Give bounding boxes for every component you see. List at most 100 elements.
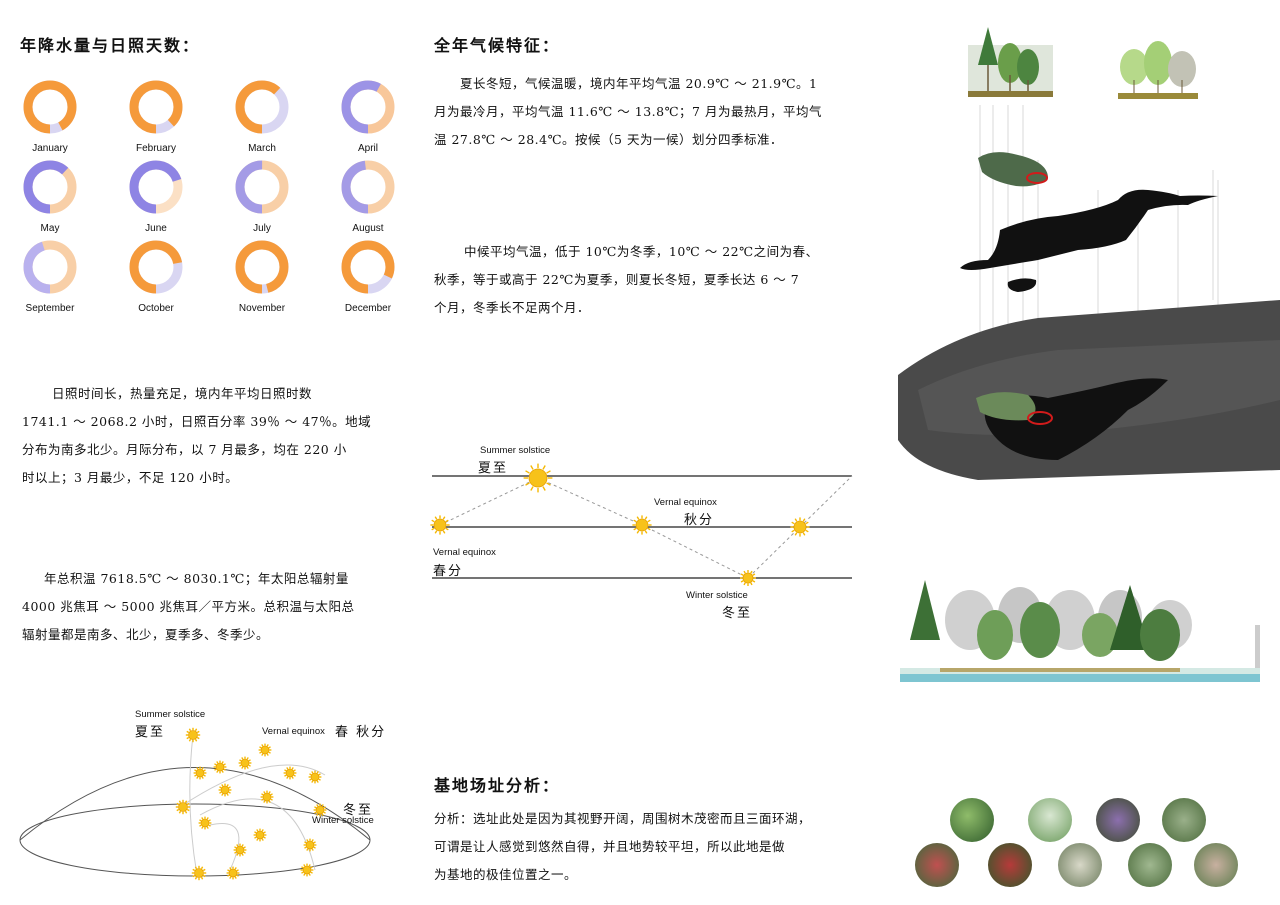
sun-icon <box>213 760 227 774</box>
donut-month-label: March <box>248 143 276 154</box>
accum-line: 辐射量都是南多、北少，夏季多、冬季少。 <box>22 627 270 642</box>
climate-line: 个月，冬季长不足两个月． <box>434 300 591 315</box>
sunshine-line: 1741.1 ～ 2068.2 小时，日照百分率 39％ ～ 47％。地域 <box>22 414 372 429</box>
sun-icon <box>238 756 252 770</box>
sun-icon <box>193 766 207 780</box>
donut-chart <box>129 160 183 214</box>
donut-value-arc <box>235 160 289 214</box>
donut-november: November <box>222 235 302 315</box>
plant-photo <box>1194 843 1238 887</box>
donut-month-label: January <box>32 143 68 154</box>
donut-chart <box>235 160 289 214</box>
donut-chart <box>23 240 77 294</box>
plant-photo <box>915 843 959 887</box>
donut-month-label: May <box>40 223 60 234</box>
solar-suns <box>430 463 810 586</box>
donut-month-label: June <box>145 223 167 234</box>
dome-vernal-en: Vernal equinox <box>262 726 325 737</box>
plant-photo <box>1058 843 1102 887</box>
accum-paragraph: 年总积温 7618.5℃ ～ 8030.1℃；年太阳总辐射量 4000 兆焦耳 … <box>22 565 402 649</box>
donut-chart <box>341 240 395 294</box>
solar-vernal-en-1: Vernal equinox <box>654 497 717 508</box>
dome-svg <box>19 727 371 881</box>
sun-icon <box>233 843 247 857</box>
climate-line: 中候平均气温，低于 10℃为冬季，10℃ ～ 22℃之间为春、 <box>464 244 819 259</box>
sunshine-line: 时以上；3 月最少，不足 120 小时。 <box>22 470 239 485</box>
donut-june: June <box>116 155 196 235</box>
donut-month-label: November <box>238 303 286 314</box>
sun-icon <box>313 803 327 817</box>
sun-icon <box>198 816 212 830</box>
sun-icon <box>218 783 232 797</box>
dome-winter-en: Winter solstice <box>312 815 374 826</box>
donut-value-arc <box>129 160 183 214</box>
donut-month-label: September <box>25 303 75 314</box>
sun-icon <box>430 515 450 535</box>
donut-chart <box>129 240 183 294</box>
donut-may: May <box>10 155 90 235</box>
exploded-site-map <box>898 100 1280 480</box>
plant-photo <box>1028 798 1072 842</box>
donut-chart <box>23 160 77 214</box>
solar-autumn-cn: 秋分 <box>684 513 715 528</box>
donut-chart <box>235 80 289 134</box>
solar-winter-en: Winter solstice <box>686 590 748 601</box>
plant-photo <box>1162 798 1206 842</box>
accum-line: 4000 兆焦耳 ～ 5000 兆焦耳／平方米。总积温与太阳总 <box>22 599 355 614</box>
donut-chart <box>341 80 395 134</box>
donut-chart <box>23 80 77 134</box>
sun-path-dashed <box>439 475 853 579</box>
donut-chart <box>341 160 395 214</box>
sunshine-line: 日照时间长，热量充足，境内年平均日照时数 <box>52 386 313 401</box>
climate-line: 秋季，等于或高于 22℃为夏季，则夏长冬短，夏季长达 6 ～ 7 <box>434 272 800 287</box>
solar-summer-cn: 夏至 <box>478 461 509 476</box>
donut-month-label: April <box>357 143 378 154</box>
donut-value-arc <box>23 240 77 294</box>
donut-value-arc <box>235 80 289 134</box>
donut-september: September <box>10 235 90 315</box>
donut-value-arc <box>341 160 395 214</box>
sun-icon <box>283 766 297 780</box>
sunshine-paragraph: 日照时间长，热量充足，境内年平均日照时数 1741.1 ～ 2068.2 小时，… <box>22 380 402 492</box>
sun-icon <box>253 828 267 842</box>
donut-chart <box>129 80 183 134</box>
dome-winter-cn: 冬至 <box>343 803 374 818</box>
sun-icon <box>632 515 652 535</box>
dome-summer-en: Summer solstice <box>135 709 206 720</box>
dome-sunpath-diagram: Summer solstice 夏至 Vernal equinox 春 秋分 冬… <box>15 705 405 895</box>
sun-icon <box>790 517 810 537</box>
climate-line: 月为最冷月，平均气温 11.6℃ ～ 13.8℃；7 月为最热月，平均气 <box>434 104 822 119</box>
donut-month-label: July <box>253 223 271 234</box>
climate-title: 全年气候特征： <box>434 36 561 55</box>
plant-photo-cluster <box>910 795 1240 890</box>
dome-equinox-cn: 春 秋分 <box>335 725 387 740</box>
donut-month-label: February <box>135 143 176 154</box>
sun-icon <box>175 799 191 815</box>
donut-january: January <box>10 75 90 155</box>
site-title: 基地场址分析： <box>434 776 561 795</box>
donut-march: March <box>222 75 302 155</box>
solar-svg <box>430 463 853 586</box>
donut-value-arc <box>23 80 77 134</box>
donut-july: July <box>222 155 302 235</box>
plant-photo <box>1128 843 1172 887</box>
sunshine-line: 分布为南多北少。月际分布，以 7 月最多，均在 220 小 <box>22 442 347 457</box>
donut-value-arc <box>129 240 183 294</box>
solar-spring-cn: 春分 <box>433 564 464 579</box>
plant-photo <box>1096 798 1140 842</box>
solar-line-diagram: Summer solstice 夏至 Vernal equinox 秋分 Ver… <box>430 440 860 621</box>
donut-month-label: October <box>138 303 174 314</box>
tree-group-illustration <box>1112 35 1202 100</box>
dome-suns <box>175 727 327 881</box>
donut-april: April <box>328 75 408 155</box>
tree-group-illustration <box>968 25 1053 100</box>
plant-photo <box>950 798 994 842</box>
donut-value-arc <box>341 80 395 134</box>
climate-line: 温 27.8℃ ～ 28.4℃。按候（5 天为一候）划分四季标准． <box>434 132 783 147</box>
sun-icon <box>260 790 274 804</box>
donut-chart <box>235 240 289 294</box>
site-line: 可谓是让人感觉到悠然自得，并且地势较平坦，所以此地是做 <box>434 839 786 854</box>
sun-icon <box>523 463 553 493</box>
dome-summer-cn: 夏至 <box>135 725 166 740</box>
